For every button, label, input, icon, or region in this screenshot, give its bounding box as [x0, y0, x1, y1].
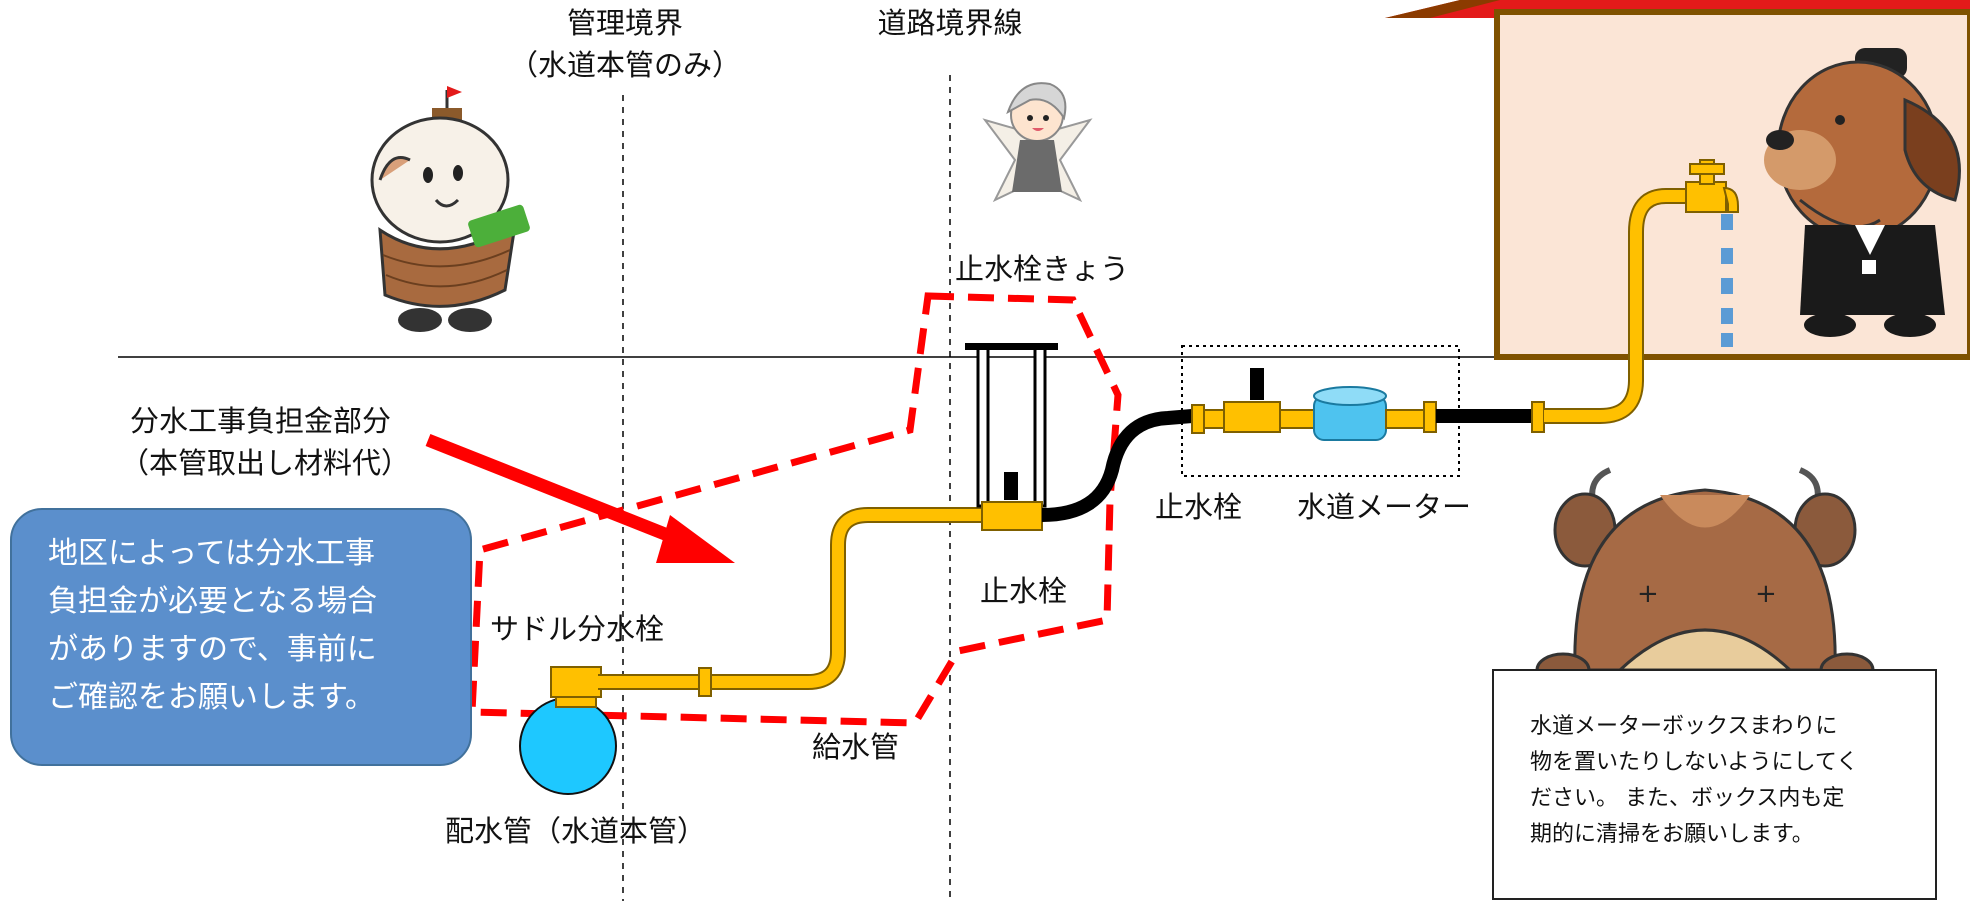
fairy-character	[982, 82, 1093, 203]
saddle-valve-fitting	[550, 666, 602, 698]
branch-cost-label: 分水工事負担金部分	[130, 404, 392, 438]
water-meter-label: 水道メーター	[1297, 490, 1472, 524]
service-pipe-label: 給水管	[812, 730, 900, 764]
faucet-icon	[1685, 159, 1739, 213]
red-arrow	[425, 433, 735, 563]
house-supply-pipe	[1544, 190, 1690, 422]
branch-cost-region	[468, 292, 1122, 727]
service-pipe-yellow	[598, 509, 1010, 688]
distribution-main-pipe	[519, 697, 617, 795]
water-drops	[1721, 214, 1733, 347]
service-pipe-black	[1041, 409, 1193, 522]
management-boundary-sublabel: （水道本管のみ）	[508, 48, 741, 82]
pipe-joint	[698, 667, 712, 697]
branch-cost-sublabel: （本管取出し材料代）	[120, 446, 411, 480]
note-text: 水道メーターボックスまわりに 物を置いたりしないようにしてく ださい。 また、ボ…	[1530, 714, 1859, 847]
meter-box-note: 水道メーターボックスまわりに 物を置いたりしないようにしてく ださい。 また、ボ…	[1492, 669, 1937, 900]
saddle-valve-label: サドル分水栓	[490, 612, 665, 646]
dog-character	[1764, 48, 1961, 337]
stopcock-valve-left	[981, 501, 1043, 531]
stopcock-label-right: 止水栓	[1155, 490, 1243, 524]
stopcock-box-label: 止水栓きょう	[955, 252, 1130, 286]
stopcock-key	[965, 343, 1058, 350]
ship-mascot-character	[370, 86, 530, 332]
svg-text:+: +	[1637, 579, 1659, 609]
svg-text:+: +	[1755, 579, 1777, 609]
stopcock-label-left: 止水栓	[980, 574, 1068, 608]
cow-character: + +	[1535, 467, 1875, 688]
stopcock-valve-right	[1223, 401, 1281, 433]
road-boundary-label: 道路境界線	[877, 6, 1023, 40]
distribution-pipe-label: 配水管（水道本管）	[445, 814, 707, 848]
management-boundary-label: 管理境界	[566, 6, 683, 40]
info-callout: 地区によっては分水工事 負担金が必要となる場合 がありますので、事前に ご確認を…	[10, 508, 472, 766]
callout-text: 地区によっては分水工事 負担金が必要となる場合 がありますので、事前に ご確認を…	[48, 536, 378, 715]
